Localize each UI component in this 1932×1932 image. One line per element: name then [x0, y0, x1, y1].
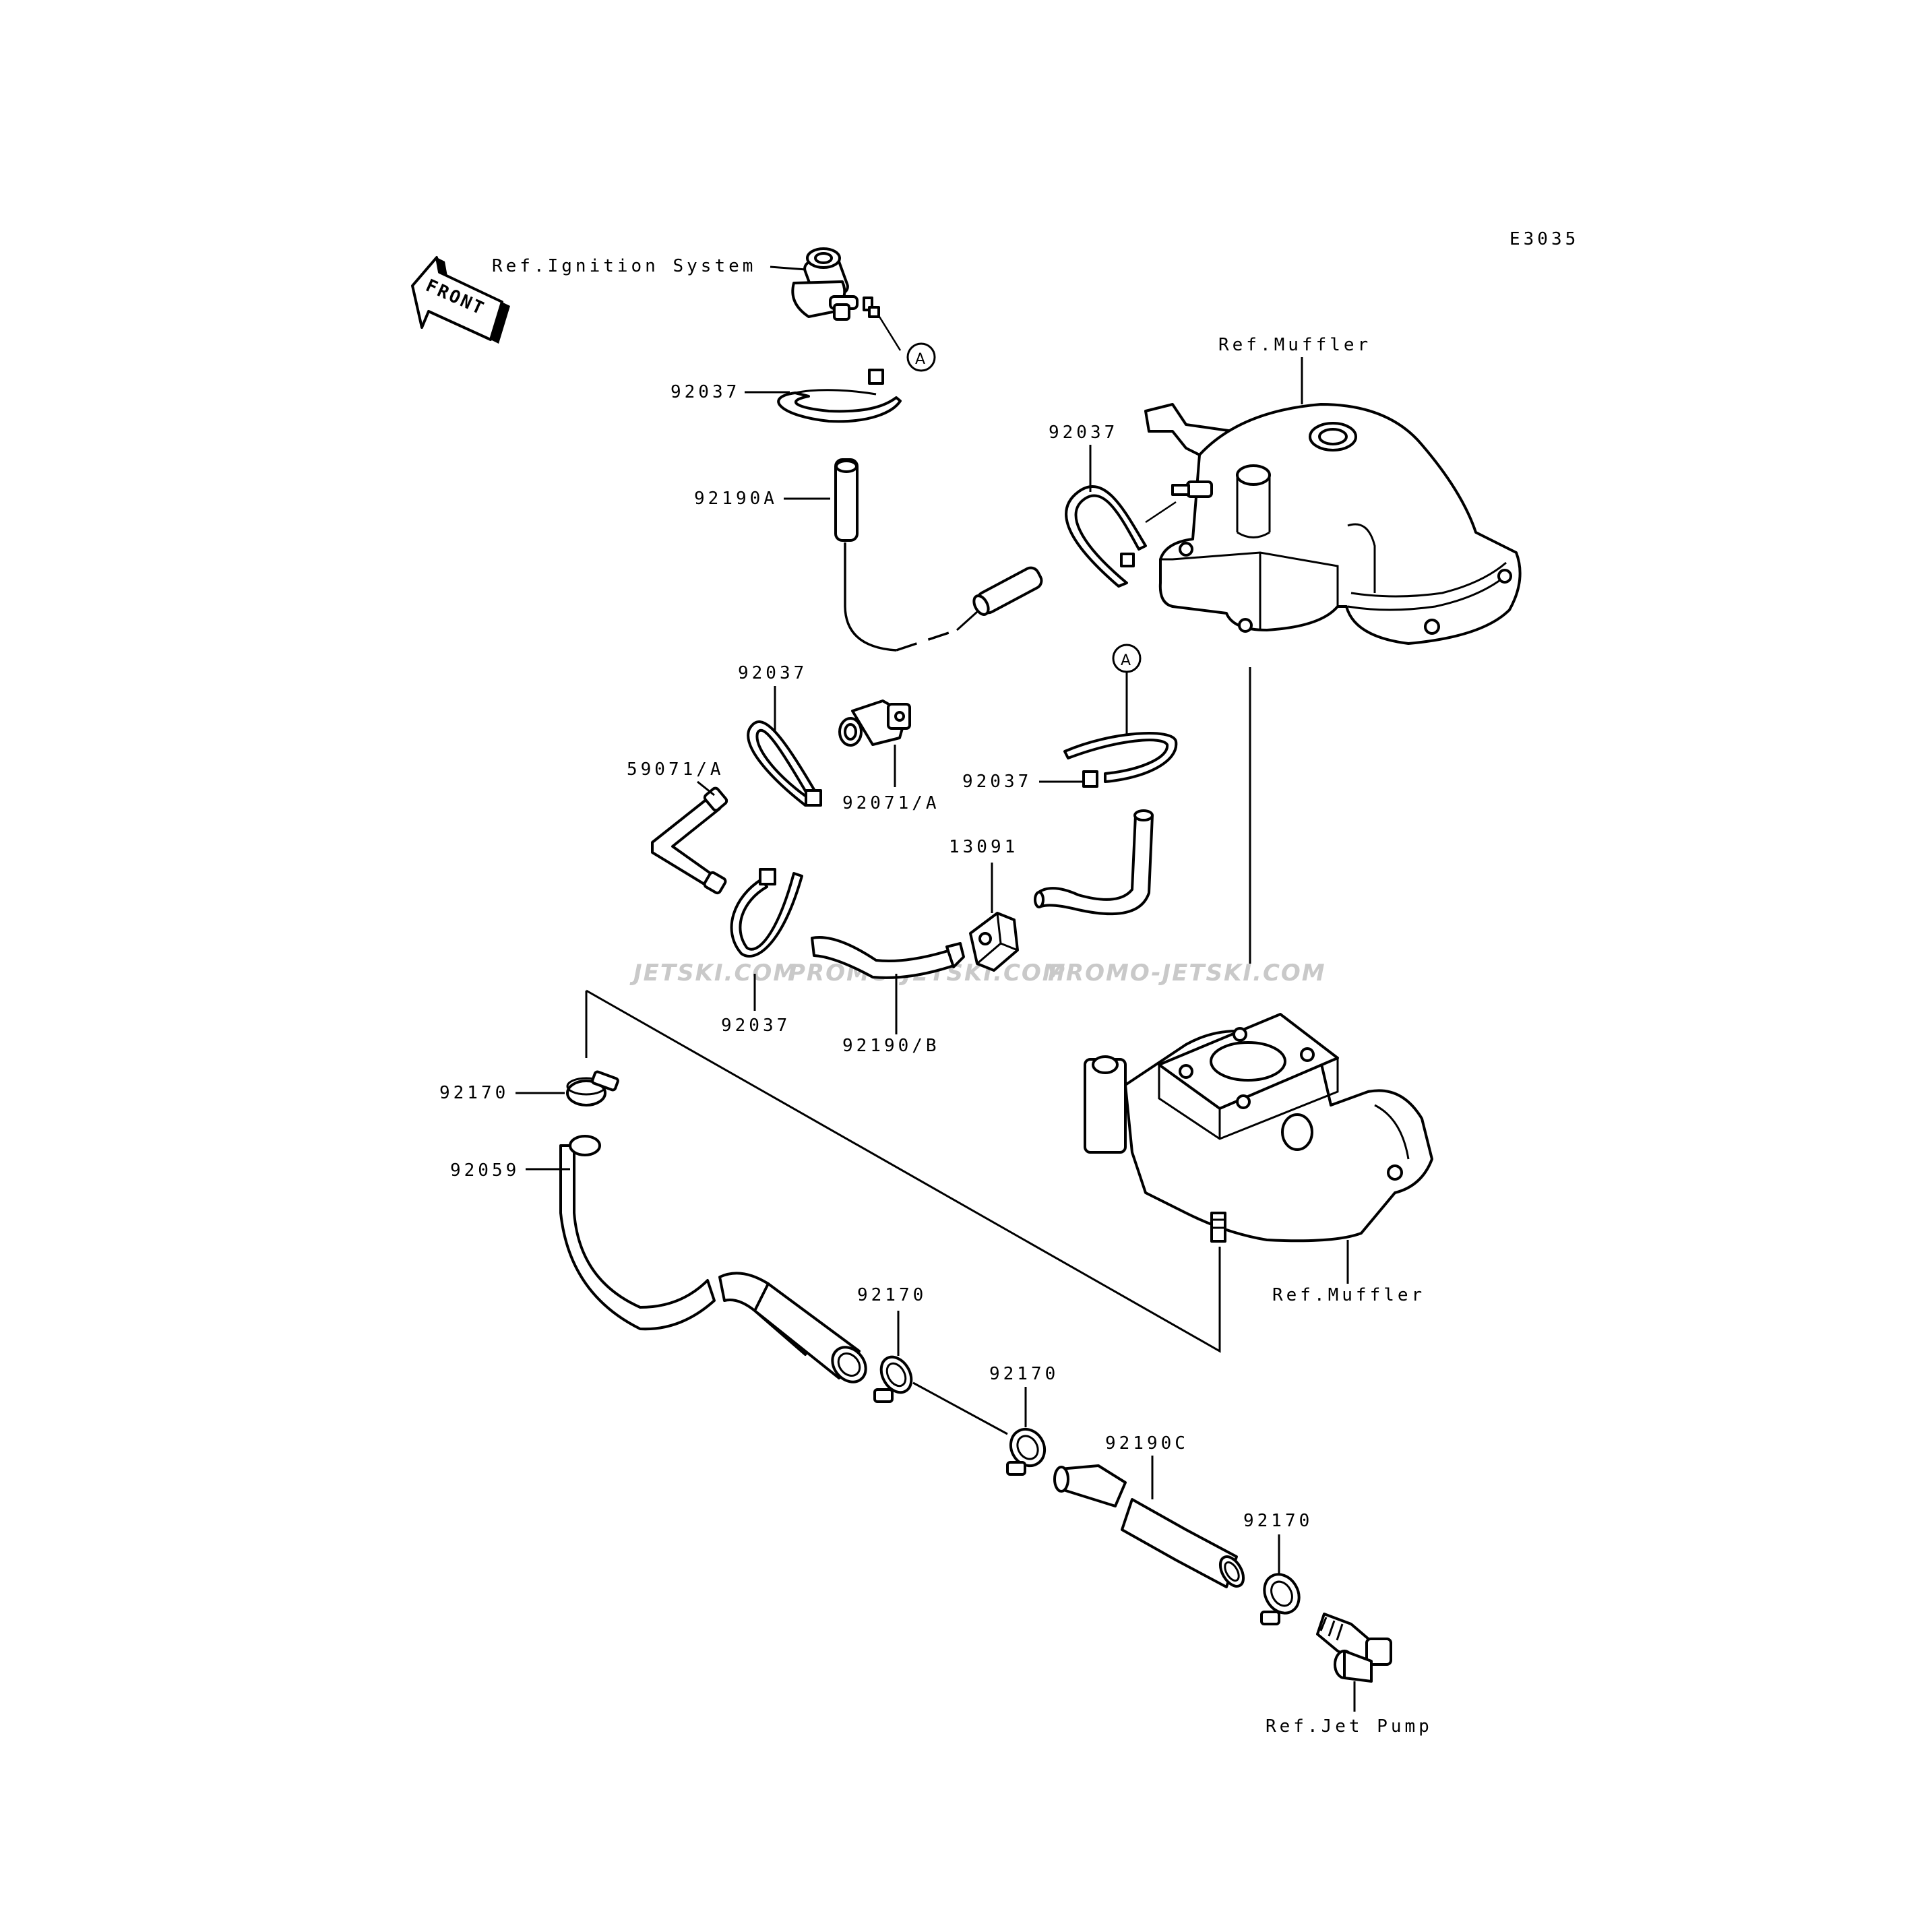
clamp-band-92037-mid: [747, 720, 822, 807]
label-59071a: 59071/A: [627, 759, 724, 780]
label-92071a: 92071/A: [842, 793, 940, 813]
label-92037-c: 92037: [738, 663, 807, 683]
hose-92190c: [1053, 1464, 1245, 1588]
clamp-band-92037-muffler: [1065, 485, 1177, 588]
hose-clamp-92170-a: [566, 1070, 619, 1107]
label-92037-d: 92037: [962, 772, 1032, 792]
label-92190b: 92190/B: [842, 1036, 940, 1056]
diagram-code: E3035: [1509, 229, 1579, 249]
hose-clamp-92170-c: [1006, 1427, 1047, 1476]
label-92170-a: 92170: [439, 1083, 509, 1103]
muffler-upper: [1144, 403, 1522, 645]
hose-clamp-92170-b: [873, 1355, 913, 1403]
leader-diagonal: [586, 989, 1221, 1353]
connector-a-top: A: [906, 342, 936, 372]
hose-92190b: [811, 809, 1154, 979]
label-ref-ignition-system: Ref.Ignition System: [492, 256, 756, 276]
clamp-band-92037-lower: [730, 868, 803, 958]
hose-92190a: [834, 458, 1043, 652]
label-92190a: 92190A: [694, 489, 778, 509]
label-ref-jet-pump: Ref.Jet Pump: [1266, 1716, 1433, 1737]
connector-a-middle: A: [1112, 644, 1142, 673]
hose-92059: [559, 1135, 867, 1383]
fitting-92071a: [838, 699, 911, 747]
part-13091: [969, 912, 1019, 972]
watermark-text-3: PROMO-JETSKI.COM: [1048, 960, 1326, 987]
muffler-lower: [1084, 1013, 1433, 1243]
ignition-fitting: [791, 247, 902, 351]
hose-clamp-92170-d: [1260, 1573, 1301, 1625]
pipe-59071a: [651, 786, 728, 895]
label-13091: 13091: [949, 837, 1018, 857]
jet-pump-elbow-fitting: [1316, 1613, 1392, 1683]
svg-text:A: A: [1121, 652, 1131, 669]
svg-text:A: A: [915, 351, 925, 368]
label-92170-d: 92170: [1243, 1511, 1313, 1531]
label-ref-muffler-top: Ref.Muffler: [1218, 335, 1371, 355]
label-92037-a: 92037: [671, 382, 740, 402]
label-92190c: 92190C: [1105, 1433, 1189, 1454]
label-92037-b: 92037: [1049, 423, 1118, 443]
label-ref-muffler-bottom: Ref.Muffler: [1272, 1285, 1425, 1305]
clamp-band-92037-top: [777, 369, 902, 423]
label-92037-e: 92037: [721, 1016, 790, 1036]
clamp-band-92037-right: [1063, 732, 1178, 788]
label-92170-c: 92170: [989, 1364, 1059, 1384]
label-92059: 92059: [450, 1160, 520, 1181]
label-92170-b: 92170: [857, 1285, 927, 1305]
watermark-text-1: JETSKI.COM: [629, 960, 797, 987]
